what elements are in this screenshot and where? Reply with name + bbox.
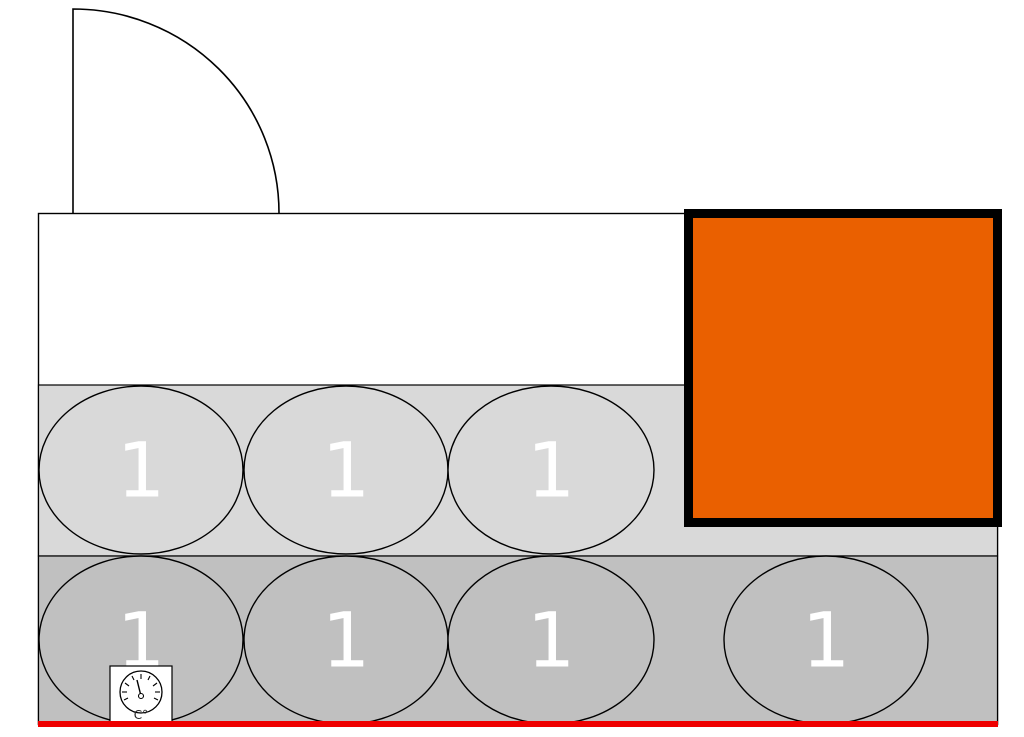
lower-cell[interactable]: 1 <box>447 555 655 725</box>
cell-ellipse[interactable] <box>447 385 655 555</box>
thermometer-gauge-icon[interactable]: C° <box>109 665 173 723</box>
cell-label: 1 <box>802 596 850 685</box>
gauge-pivot <box>137 692 145 700</box>
upper-row: 1 1 1 <box>38 385 655 555</box>
gauge-unit-label: C° <box>134 708 148 722</box>
door-swing-icon <box>72 8 280 214</box>
upper-cell[interactable]: 1 <box>38 385 244 555</box>
cell-label: 1 <box>527 426 575 515</box>
bottom-strip <box>38 721 998 727</box>
lower-cell[interactable]: 1 <box>723 555 929 725</box>
gauge-ticks <box>122 674 160 701</box>
upper-cell[interactable]: 1 <box>447 385 655 555</box>
cell-label: 1 <box>322 426 370 515</box>
cell-label: 1 <box>527 596 575 685</box>
cell-label: 1 <box>117 426 165 515</box>
gauge-dial <box>119 670 163 714</box>
orange-block[interactable] <box>684 209 1002 527</box>
lower-row: 1 1 1 1 <box>38 555 929 725</box>
cell-label: 1 <box>322 596 370 685</box>
upper-cell[interactable]: 1 <box>243 385 449 555</box>
lower-cell[interactable]: 1 <box>243 555 449 725</box>
cell-ellipse[interactable] <box>38 385 244 555</box>
